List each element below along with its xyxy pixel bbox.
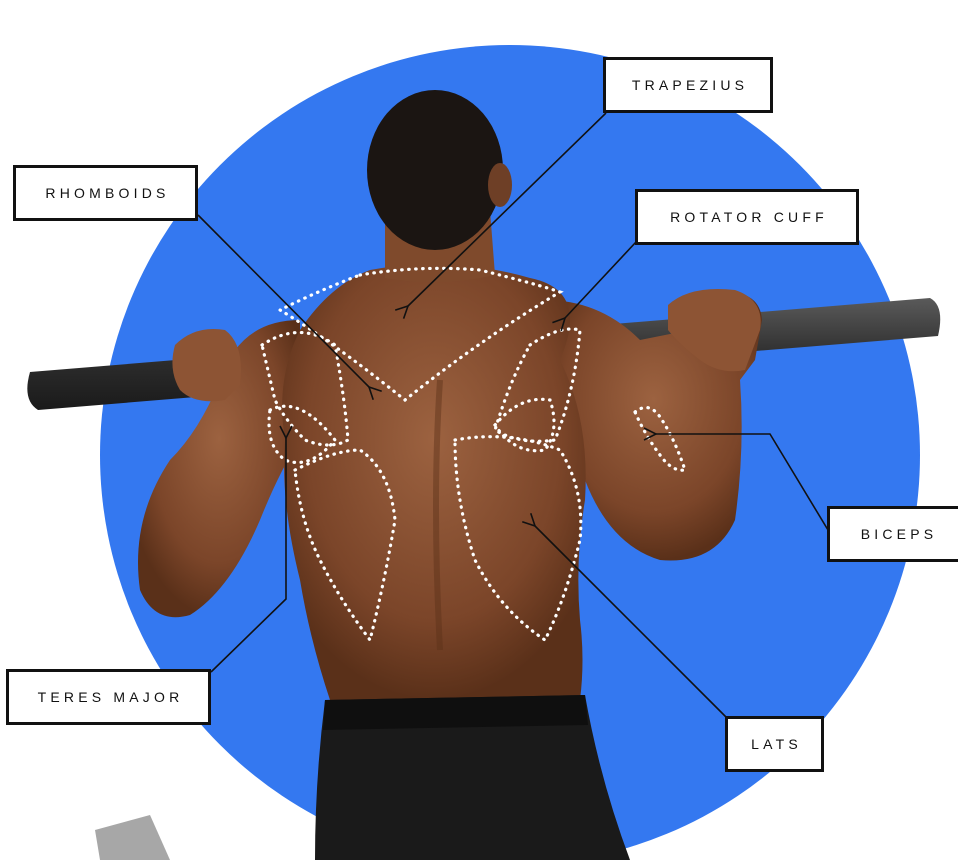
rhomboids-label: RHOMBOIDS bbox=[13, 165, 198, 221]
rotator-cuff-label: ROTATOR CUFF bbox=[635, 189, 859, 245]
biceps-label: BICEPS bbox=[827, 506, 958, 562]
head bbox=[367, 90, 503, 250]
lats-label: LATS bbox=[725, 716, 824, 772]
weight-plate bbox=[95, 815, 170, 860]
ear-icon bbox=[488, 163, 512, 207]
teres-major-label: TERES MAJOR bbox=[6, 669, 211, 725]
trapezius-label: TRAPEZIUS bbox=[603, 57, 773, 113]
shorts-waistband bbox=[323, 695, 588, 730]
left-hand bbox=[172, 329, 241, 401]
